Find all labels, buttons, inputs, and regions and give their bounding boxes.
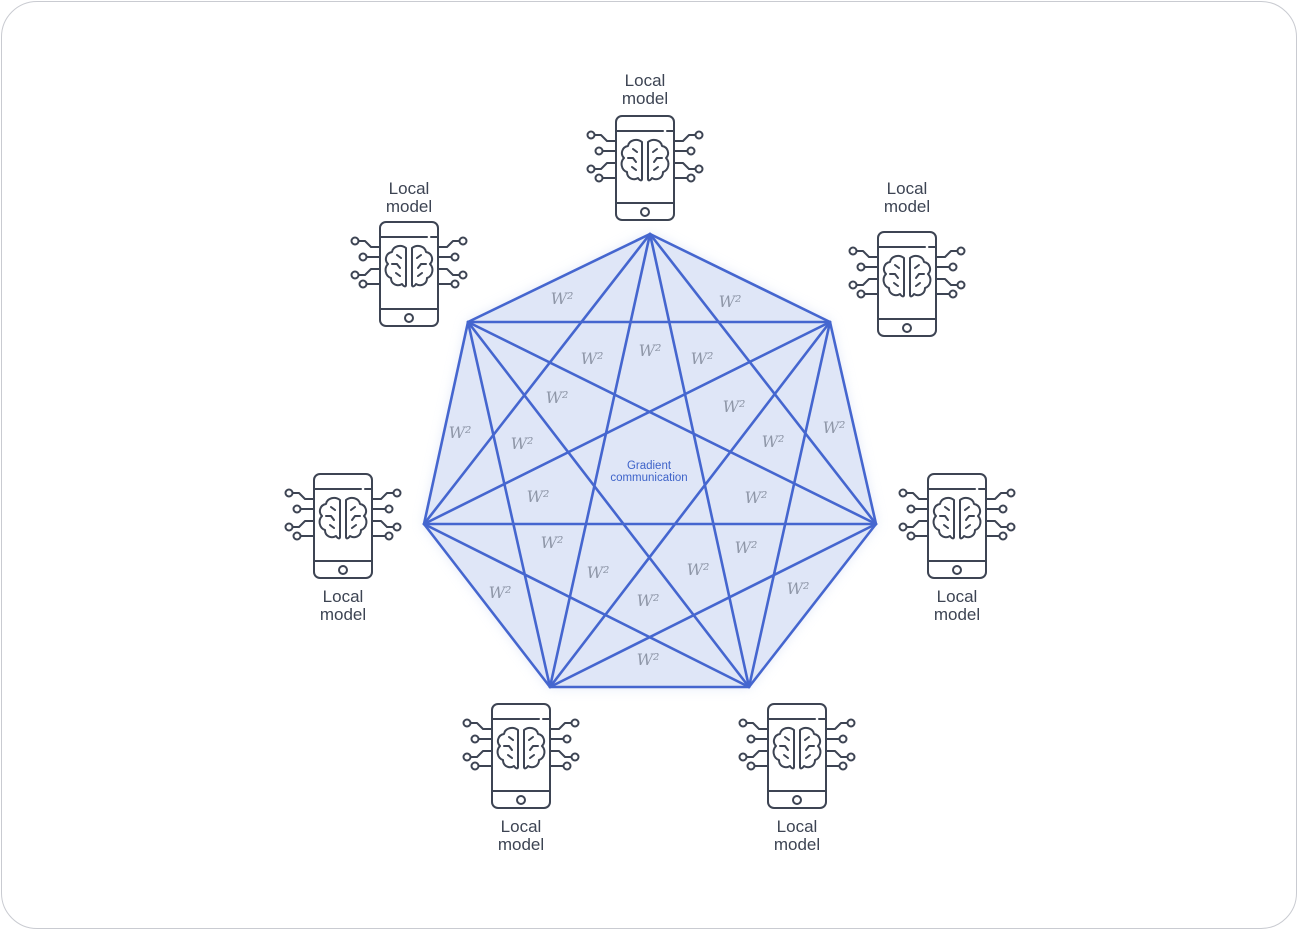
- phone-brain-icon: [350, 221, 468, 327]
- node-label-line1: Local: [501, 817, 542, 836]
- communication-edge: [422, 320, 470, 526]
- communication-edge: [466, 232, 652, 324]
- edge-weight-label: W²: [687, 560, 710, 579]
- edge-weight-labels: W² W² W² W² W² W² W² W² W² W² W² W² W² W² W² W² W² W² W² W²…: [449, 289, 846, 669]
- node-label-line2: model: [622, 89, 668, 108]
- communication-edge: [648, 232, 751, 689]
- network-area: [424, 234, 876, 687]
- edge-weight-label: W²: [527, 487, 550, 506]
- edge-weight-label: W²: [762, 432, 785, 451]
- node-label-line2: model: [774, 835, 820, 854]
- edge-weight-label: W²: [719, 292, 742, 311]
- edge-weight-label: W²: [745, 488, 768, 507]
- communication-edge: [548, 522, 878, 689]
- communication-edge: [548, 232, 652, 689]
- communication-edge: [422, 320, 832, 526]
- communication-edge: [466, 320, 552, 689]
- node-top-right: Local model: [848, 179, 966, 337]
- node-label-line2: model: [320, 605, 366, 624]
- node-label-line1: Local: [777, 817, 818, 836]
- center-label-line1: Gradient: [627, 460, 672, 472]
- center-label-line2: communication: [610, 472, 687, 484]
- communication-edge: [747, 320, 832, 689]
- node-bottom-left: Local model: [462, 703, 580, 854]
- phone-brain-icon: [848, 231, 966, 337]
- phone-brain-icon: [462, 703, 580, 809]
- edge-weight-label: W²: [511, 434, 534, 453]
- node-label-line1: Local: [323, 587, 364, 606]
- node-label-line1: Local: [887, 179, 928, 198]
- edge-weight-label: W²: [541, 533, 564, 552]
- communication-edge: [422, 522, 552, 689]
- node-top-left: Local model: [350, 179, 468, 327]
- phone-brain-icon: [738, 703, 856, 809]
- phone-brain-icon: [586, 115, 704, 221]
- edge-weight-label: W²: [787, 579, 810, 598]
- communication-edge: [548, 320, 832, 689]
- edge-weight-label: W²: [546, 388, 569, 407]
- communication-edge: [747, 522, 878, 689]
- node-right: Local model: [898, 473, 1016, 624]
- edge-weight-label: W²: [637, 650, 660, 669]
- node-label-line1: Local: [625, 71, 666, 90]
- node-label-line2: model: [386, 197, 432, 216]
- edge-weight-label: W²: [735, 538, 758, 557]
- communication-edge: [422, 232, 652, 526]
- communication-edge: [648, 232, 878, 526]
- edge-weight-label: W²: [489, 583, 512, 602]
- communication-edge: [466, 320, 751, 689]
- node-left: Local model: [284, 473, 402, 624]
- communication-edge: [466, 320, 878, 526]
- edge-weight-label: W²: [587, 563, 610, 582]
- edge-weight-label: W²: [449, 423, 472, 442]
- edge-weight-label: W²: [637, 591, 660, 610]
- edge-weight-label: W²: [723, 397, 746, 416]
- node-label-line2: model: [884, 197, 930, 216]
- communication-edges: [422, 232, 878, 689]
- communication-edge: [422, 522, 751, 689]
- communication-edge: [828, 320, 878, 526]
- node-bottom-right: Local model: [738, 703, 856, 854]
- node-label-line2: model: [934, 605, 980, 624]
- edge-weight-label: W²: [691, 349, 714, 368]
- edge-weight-label: W²: [639, 341, 662, 360]
- edge-weight-label: W²: [581, 349, 604, 368]
- node-label-line1: Local: [937, 587, 978, 606]
- node-label-line2: model: [498, 835, 544, 854]
- edge-weight-label: W²: [823, 418, 846, 437]
- phone-brain-icon: [284, 473, 402, 579]
- communication-edge: [648, 232, 832, 324]
- node-top: Local model: [586, 71, 704, 221]
- phone-brain-icon: [898, 473, 1016, 579]
- node-label-line1: Local: [389, 179, 430, 198]
- edge-weight-label: W²: [551, 289, 574, 308]
